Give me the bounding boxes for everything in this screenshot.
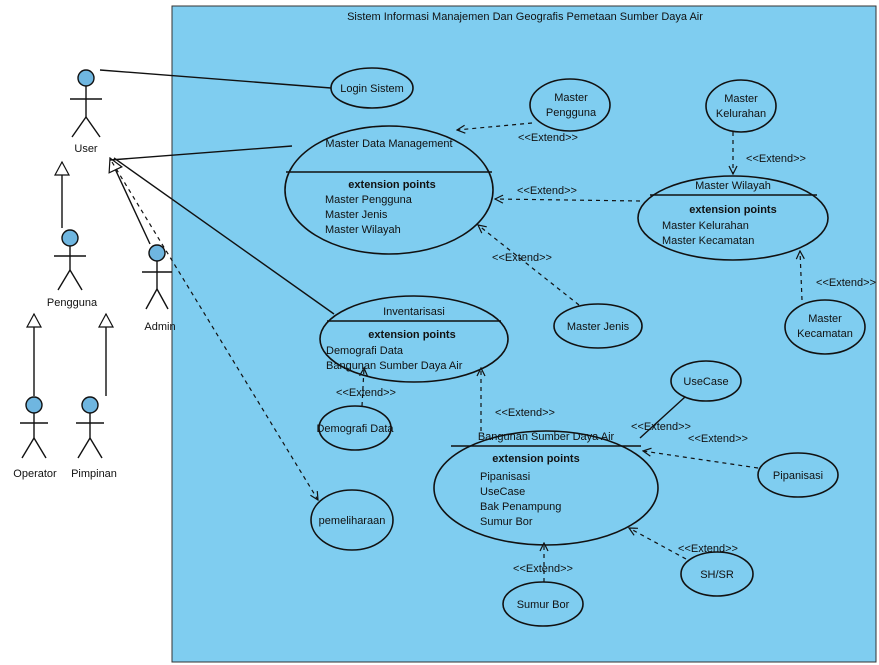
generalization-admin-user [108,156,151,245]
extension-point: Master Wilayah [325,224,401,236]
usecase-title: Master Data Management [325,138,452,150]
extend-label: <<Extend>> [492,252,552,264]
extend-label: <<Extend>> [746,153,806,165]
usecase-inventarisasi[interactable]: Inventarisasi extension points Demografi… [319,295,509,383]
usecase-label: Master [724,93,758,105]
extend-arrow [800,251,802,301]
usecase-master-kecamatan[interactable]: Master Kecamatan [784,299,866,355]
usecase-label: SH/SR [700,569,734,581]
usecase-title: Master Wilayah [695,180,771,192]
actor-user: User [70,69,102,155]
actor-head [148,244,166,262]
actor-head [61,229,79,247]
extend-label: <<Extend>> [336,387,396,399]
usecase-label: Login Sistem [340,83,404,95]
association-user-inventarisasi [113,157,335,315]
extend-arrow [643,451,759,469]
usecase-title: Inventarisasi [383,306,445,318]
extension-point: Master Jenis [325,209,388,221]
extend-label: <<Extend>> [688,433,748,445]
usecase-label: Master Jenis [567,321,630,333]
usecase-sh-sr[interactable]: SH/SR [680,551,754,597]
extend-label: <<Extend>> [513,563,573,575]
association-user-master-data [109,145,293,161]
extend-label: <<Extend>> [517,185,577,197]
actor-pengguna-label: Pengguna [47,297,98,309]
usecase-label: Master [554,92,588,104]
extend-label: <<Extend>> [816,277,876,289]
extension-point: Bak Penampung [480,501,561,513]
actor-user-label: User [74,143,98,155]
extend-arrow [362,368,364,407]
association-usecase-bangunan [639,396,686,439]
actor-pengguna: Pengguna [47,229,98,309]
extension-points-heading: extension points [348,179,435,191]
usecase-label: Kecamatan [797,328,853,340]
extension-point: Master Kelurahan [662,220,749,232]
usecase-bangunan-sumber-daya-air[interactable]: Bangunan Sumber Daya Air extension point… [433,430,659,546]
actor-operator: Operator [13,396,57,480]
actor-admin: Admin [142,244,176,333]
extension-point: Sumur Bor [480,516,533,528]
extension-point: UseCase [480,486,525,498]
extend-arrow [478,225,580,306]
actor-pimpinan: Pimpinan [71,396,117,480]
extension-point: Bangunan Sumber Daya Air [326,360,463,372]
usecase-label: pemeliharaan [319,515,386,527]
extend-label: <<Extend>> [678,543,738,555]
extension-point: Master Pengguna [325,194,413,206]
usecase-label: Pengguna [546,107,597,119]
extension-point: Demografi Data [326,345,404,357]
usecase-master-data-management[interactable]: Master Data Management extension points … [284,125,494,255]
usecase-pemeliharaan[interactable]: pemeliharaan [310,489,394,551]
extend-label: <<Extend>> [518,132,578,144]
usecase-title: Bangunan Sumber Daya Air [478,431,615,443]
extension-points-heading: extension points [689,204,776,216]
extend-label: <<Extend>> [495,407,555,419]
usecase-login-sistem[interactable]: Login Sistem [330,67,414,109]
system-title: Sistem Informasi Manajemen Dan Geografis… [347,11,703,23]
extension-points-heading: extension points [368,329,455,341]
usecase-label: Master [808,313,842,325]
extension-point: Master Kecamatan [662,235,754,247]
extend-arrow [629,528,687,560]
usecase-label: Kelurahan [716,108,766,120]
dependency-user-pemeliharaan [111,161,318,500]
usecase-master-wilayah[interactable]: Master Wilayah extension points Master K… [637,175,829,261]
usecase-pipanisasi[interactable]: Pipanisasi [757,452,839,498]
usecase-master-kelurahan[interactable]: Master Kelurahan [705,79,777,133]
usecase-sumur-bor[interactable]: Sumur Bor [502,581,584,627]
extend-label: <<Extend>> [631,421,691,433]
usecase-label: Pipanisasi [773,470,823,482]
extension-points-heading: extension points [492,453,579,465]
usecase-label: Demografi Data [316,423,394,435]
usecase-label: Sumur Bor [517,599,570,611]
actor-operator-label: Operator [13,468,57,480]
actor-head [77,69,95,87]
extend-arrow [495,199,641,201]
extension-point: Pipanisasi [480,471,530,483]
actor-pimpinan-label: Pimpinan [71,468,117,480]
actor-head [81,396,99,414]
usecase-usecase[interactable]: UseCase [670,360,742,402]
usecase-label: UseCase [683,376,728,388]
actor-head [25,396,43,414]
usecase-master-jenis[interactable]: Master Jenis [553,303,643,349]
usecase-demografi-data[interactable]: Demografi Data [316,405,394,451]
association-user-login [99,69,332,89]
usecase-master-pengguna[interactable]: Master Pengguna [529,78,611,132]
actor-admin-label: Admin [144,321,175,333]
